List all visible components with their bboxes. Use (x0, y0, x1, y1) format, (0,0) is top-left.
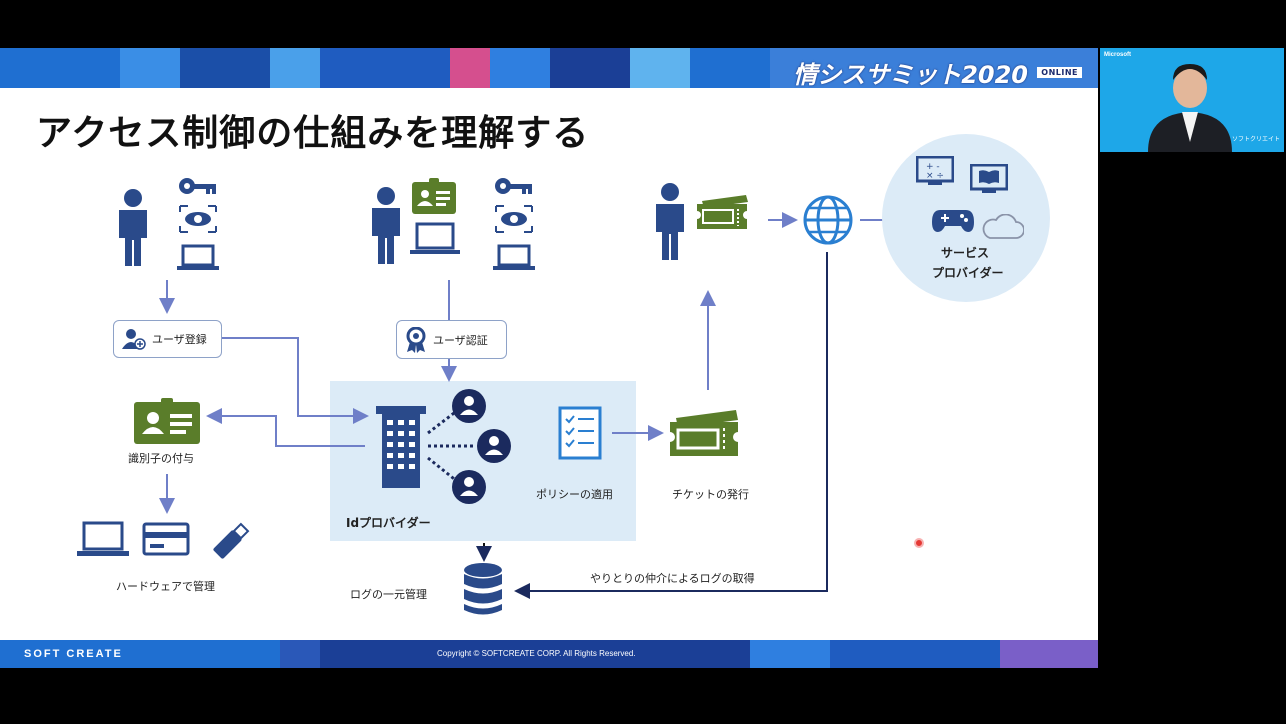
calculator-monitor-icon: + ‐ × ÷ (916, 156, 954, 185)
service-provider-label-2: プロバイダー (932, 266, 1004, 280)
checklist-icon (558, 406, 602, 460)
slide: 情シスサミット2020 ONLINE アクセス制御の仕組みを理解する (0, 48, 1098, 668)
diagram-connectors (159, 212, 904, 599)
pointer-indicator (914, 538, 924, 548)
laptop-icon (410, 222, 460, 254)
user-registration-label: ユーザ登録 (152, 333, 207, 346)
log-management-label: ログの一元管理 (350, 588, 427, 601)
key-icon (179, 178, 216, 194)
cloud-icon (982, 214, 1024, 239)
svg-text:× ÷: × ÷ (926, 171, 944, 181)
biometric-eye-icon (179, 205, 217, 233)
ticket-icon (697, 195, 748, 229)
id-card-icon (134, 398, 200, 444)
webcam-logo-right: ソフトクリエイト (1231, 137, 1280, 143)
gamepad-icon (932, 210, 974, 232)
user-avatar-icon (477, 429, 511, 463)
event-logo: 情シスサミット2020 (793, 61, 1028, 88)
card-reader-icon (142, 522, 190, 556)
globe-icon (803, 195, 853, 245)
ticket-issuance-label: チケットの発行 (672, 488, 749, 501)
user-avatar-icon (452, 470, 486, 504)
person-icon (372, 187, 400, 264)
add-user-icon (122, 329, 146, 350)
arrow-globe-to-log (514, 252, 828, 599)
database-icon (464, 563, 502, 615)
speaker-webcam: Microsoft ソフトクリエイト (1100, 48, 1284, 152)
identifier-assignment-label: 識別子の付与 (128, 452, 194, 465)
svg-text:+ ‐: + ‐ (926, 162, 940, 172)
building-icon (376, 406, 426, 488)
speaker-video (1148, 64, 1232, 152)
ticket-icon (670, 410, 738, 456)
user-registration-box: ユーザ登録 (113, 320, 222, 358)
event-online-badge: ONLINE (1037, 67, 1082, 78)
arrow-idp-to-identifier (206, 408, 365, 447)
biometric-eye-icon (495, 205, 533, 233)
slide-title: アクセス制御の仕組みを理解する (36, 113, 590, 154)
user-avatar-icon (452, 389, 486, 423)
arrow-registration-to-idp (222, 337, 369, 424)
id-provider-label: Idプロバイダー (346, 516, 431, 530)
slide-header-band: 情シスサミット2020 ONLINE (0, 48, 1098, 88)
copyright-text: Copyright © SOFTCREATE CORP. All Rights … (437, 649, 636, 658)
person-icon (656, 183, 684, 260)
hardware-management-label: ハードウェアで管理 (116, 580, 215, 593)
id-card-icon (412, 178, 456, 214)
service-provider-label-1: サービス (941, 246, 990, 260)
brand-logo: SOFT CREATE (24, 648, 123, 660)
slide-footer-band: SOFT CREATE Copyright © SOFTCREATE CORP.… (0, 640, 1098, 668)
laptop-icon (177, 244, 219, 270)
laptop-icon (493, 244, 535, 270)
user-authentication-label: ユーザ認証 (433, 333, 488, 347)
user-authentication-box: ユーザ認証 (396, 320, 507, 359)
laptop-icon (77, 521, 129, 556)
key-icon (495, 178, 532, 194)
person-icon (119, 189, 147, 266)
book-monitor-icon (970, 164, 1008, 193)
award-ribbon-icon (406, 326, 426, 353)
log-acquisition-label: やりとりの仲介によるログの取得 (590, 572, 755, 585)
webcam-logo-left: Microsoft (1104, 52, 1131, 58)
policy-application-label: ポリシーの適用 (536, 488, 613, 501)
usb-key-icon (213, 522, 250, 559)
